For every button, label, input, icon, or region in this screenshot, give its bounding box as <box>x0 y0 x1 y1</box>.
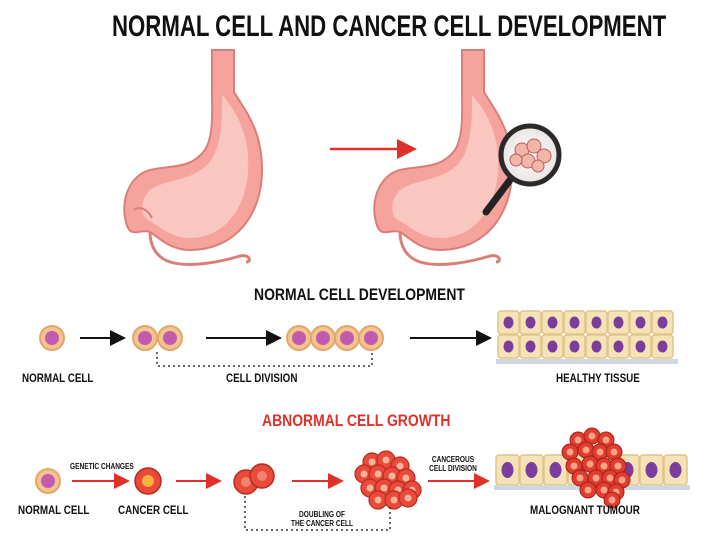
label-cell-division: CELL DIVISION <box>226 371 298 385</box>
tissue-nucleus <box>669 462 682 478</box>
cluster-cell-nucleus <box>374 496 382 504</box>
page-title: NORMAL CELL AND CANCER CELL DEVELOPMENT <box>112 10 667 43</box>
label-genetic-changes: GENETIC CHANGES <box>70 462 134 471</box>
cluster-cell-nucleus <box>396 462 404 470</box>
healthy-tissue <box>496 310 678 364</box>
tumour-nucleus <box>576 474 584 482</box>
tissue-nucleus <box>613 316 624 329</box>
tumour-nucleus <box>610 448 618 456</box>
tumour-nucleus <box>596 448 604 456</box>
label-normal-cell-abnormal: NORMAL CELL <box>18 503 90 517</box>
tumour-nucleus <box>600 462 608 470</box>
cluster-cell-nucleus <box>374 470 382 478</box>
tumour-nucleus <box>600 486 608 494</box>
cluster-cell-nucleus <box>368 458 376 466</box>
cancer-cell-single <box>134 467 162 495</box>
tissue-nucleus <box>591 340 602 353</box>
tissue-nucleus <box>501 462 514 478</box>
cluster-cell-nucleus <box>388 472 396 480</box>
tissue-nucleus <box>635 340 646 353</box>
cancer-cells-doubling <box>233 463 275 495</box>
magnified-cancer-cells <box>509 138 552 173</box>
tissue-nucleus <box>549 462 562 478</box>
tissue-nucleus <box>657 340 668 353</box>
tumour-nucleus <box>582 446 590 454</box>
label-doubling-line2: THE CANCER CELL <box>291 519 353 528</box>
label-cancerous-line1: CANCEROUS <box>431 455 475 464</box>
tumour-nucleus <box>570 462 578 470</box>
abnormal-row <box>35 450 490 531</box>
label-malignant-tumour: MALOGNANT TUMOUR <box>530 503 640 517</box>
stomach-normal <box>123 49 264 266</box>
tumour-nucleus <box>584 486 592 494</box>
malignant-tumour-tissue <box>494 427 690 509</box>
doubling-bracket <box>244 496 391 531</box>
cluster-cell-nucleus <box>366 484 374 492</box>
label-cancer-cell: CANCER CELL <box>118 503 189 517</box>
cluster-cell-nucleus <box>402 474 410 482</box>
tissue-nucleus <box>503 340 514 353</box>
tissue-base <box>496 359 678 364</box>
cluster-cell-nucleus <box>390 496 398 504</box>
normal-row <box>39 325 492 367</box>
cell-division-bracket <box>156 352 373 367</box>
tumour-nucleus <box>606 474 614 482</box>
label-cancerous-division: CANCEROUS CELL DIVISION <box>424 455 481 473</box>
tissue-nucleus <box>525 316 536 329</box>
tissue-nucleus <box>635 316 646 329</box>
abnormal-growth-heading: ABNORMAL CELL GROWTH <box>262 411 451 430</box>
label-doubling: DOUBLING OF THE CANCER CELL <box>289 510 355 528</box>
magnifier-icon <box>482 123 562 216</box>
label-healthy-tissue: HEALTHY TISSUE <box>556 371 640 385</box>
tissue-nucleus <box>569 340 580 353</box>
cluster-cell-nucleus <box>404 494 412 502</box>
cluster-cell-nucleus <box>360 470 368 478</box>
tissue-nucleus <box>645 462 658 478</box>
tumour-nucleus <box>586 460 594 468</box>
tissue-nucleus <box>547 340 558 353</box>
abnormal-normal-cell <box>35 468 61 494</box>
tumour-nucleus <box>608 496 616 504</box>
tissue-nucleus <box>613 340 624 353</box>
tumour-nucleus <box>618 476 626 484</box>
cluster-cell-nucleus <box>380 484 388 492</box>
cancer-cells-cluster <box>354 450 422 510</box>
normal-development-heading: NORMAL CELL DEVELOPMENT <box>254 285 465 304</box>
label-normal-cell: NORMAL CELL <box>22 371 94 385</box>
tissue-nucleus <box>569 316 580 329</box>
tissue-nucleus <box>657 316 668 329</box>
tissue-nucleus <box>547 316 558 329</box>
tumour-nucleus <box>614 462 622 470</box>
tumour-nucleus <box>602 436 610 444</box>
cluster-cell-nucleus <box>382 456 390 464</box>
tumour-nucleus <box>574 436 582 444</box>
tumour-nucleus <box>588 432 596 440</box>
normal-cells-four <box>286 325 384 351</box>
tissue-nucleus <box>525 462 538 478</box>
tissue-nucleus <box>503 316 514 329</box>
label-cancerous-line2: CELL DIVISION <box>429 464 477 473</box>
label-doubling-line1: DOUBLING OF <box>299 510 345 519</box>
tumour-nucleus <box>566 448 574 456</box>
tissue-nucleus <box>591 316 602 329</box>
stomach-cancerous <box>373 49 514 266</box>
tumour-nucleus <box>592 474 600 482</box>
normal-cell-single <box>39 325 65 351</box>
tissue-nucleus <box>525 340 536 353</box>
normal-cells-two <box>132 325 183 351</box>
